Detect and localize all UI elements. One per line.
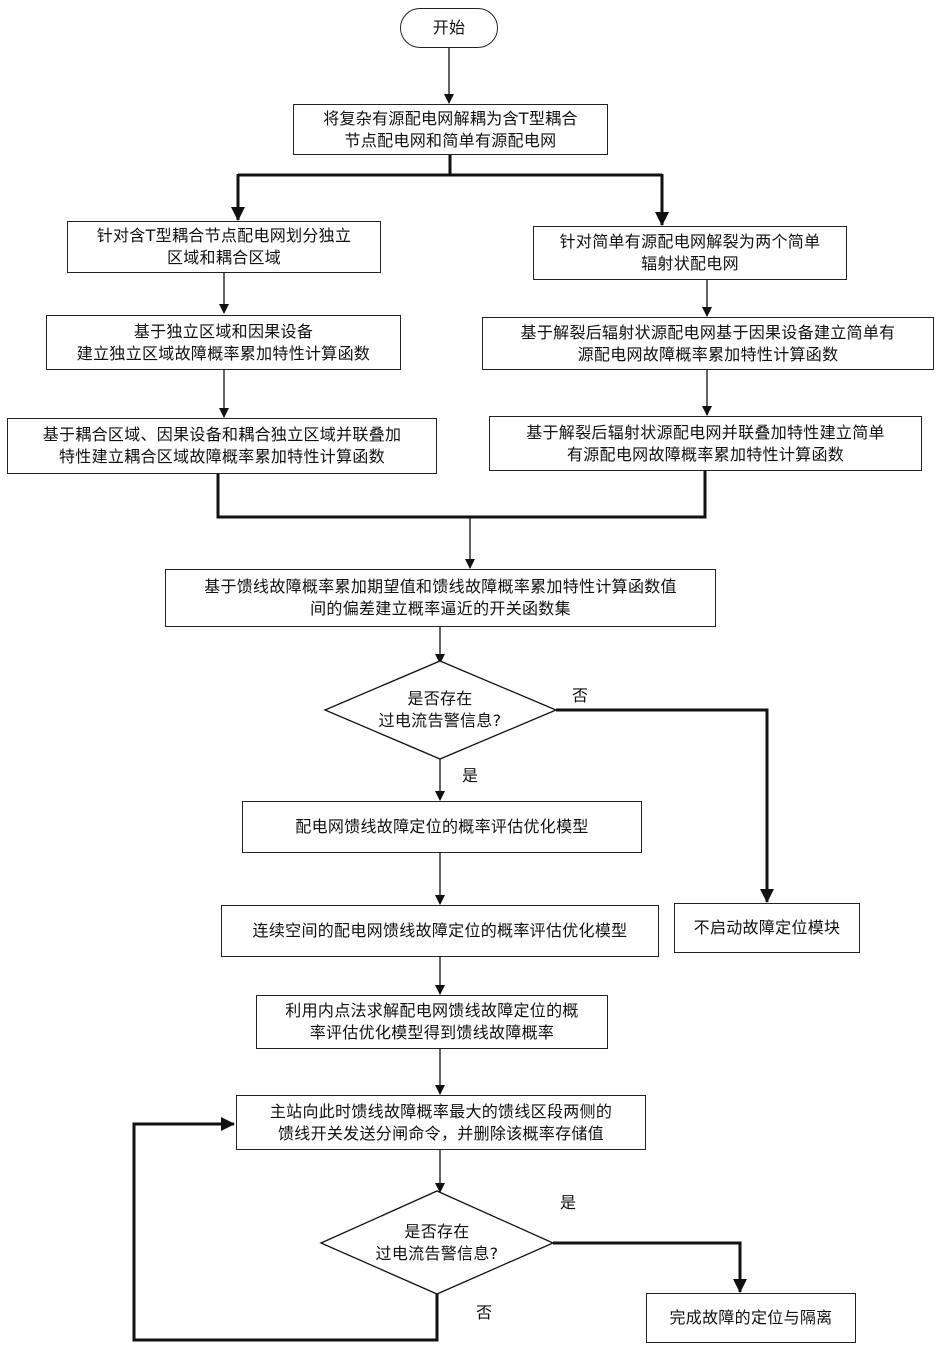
continuous-model-step: 连续空间的配电网馈线故障定位的概率评估优化模型 <box>221 905 659 957</box>
decision-1-yes-label: 是 <box>462 766 478 786</box>
right-parallel-function-step: 基于解裂后辐射状源配电网并联叠加特性建立简单 有源配电网故障概率累加特性计算函数 <box>489 416 922 471</box>
decouple-line-1: 将复杂有源配电网解耦为含T型耦合 <box>323 108 578 130</box>
left-coupling-function-line-1: 基于耦合区域、因果设备和耦合独立区域并联叠加 <box>43 424 402 446</box>
complete-step: 完成故障的定位与隔离 <box>646 1293 856 1343</box>
decision-2-no-label: 否 <box>476 1303 492 1323</box>
start-label: 开始 <box>433 17 466 39</box>
decision-1-question: 是否存在 过电流告警信息? <box>345 686 535 734</box>
master-station-line-2: 馈线开关发送分闸命令，并删除该概率存储值 <box>278 1123 604 1145</box>
right-split-line-1: 针对简单有源配电网解裂为两个简单 <box>560 231 821 253</box>
decision-1-line-2: 过电流告警信息? <box>379 710 502 732</box>
left-independent-function-step: 基于独立区域和因果设备 建立独立区域故障概率累加特性计算函数 <box>46 315 401 370</box>
switch-function-set-line-2: 间的偏差建立概率逼近的开关函数集 <box>310 598 571 620</box>
right-causal-function-line-1: 基于解裂后辐射状源配电网基于因果设备建立简单有 <box>521 322 896 344</box>
switch-function-set-line-1: 基于馈线故障概率累加期望值和馈线故障概率累加特性计算函数值 <box>204 576 677 598</box>
complete-line-1: 完成故障的定位与隔离 <box>669 1307 832 1329</box>
continuous-model-line-1: 连续空间的配电网馈线故障定位的概率评估优化模型 <box>253 920 628 942</box>
start-terminal: 开始 <box>400 8 498 48</box>
edge-decision-2-yes <box>553 1243 740 1292</box>
right-parallel-function-line-1: 基于解裂后辐射状源配电网并联叠加特性建立简单 <box>526 422 885 444</box>
right-causal-function-step: 基于解裂后辐射状源配电网基于因果设备建立简单有 源配电网故障概率累加特性计算函数 <box>482 317 934 370</box>
interior-point-line-1: 利用内点法求解配电网馈线故障定位的概 <box>285 1000 578 1022</box>
no-start-module-step: 不启动故障定位模块 <box>674 903 860 953</box>
right-split-step: 针对简单有源配电网解裂为两个简单 辐射状配电网 <box>533 226 847 280</box>
interior-point-line-2: 率评估优化模型得到馈线故障概率 <box>310 1022 555 1044</box>
decision-1-line-1: 是否存在 <box>407 688 472 710</box>
decision-2-yes-label: 是 <box>560 1193 576 1213</box>
decision-2-line-2: 过电流告警信息? <box>376 1243 499 1265</box>
left-independent-function-line-2: 建立独立区域故障概率累加特性计算函数 <box>77 343 370 365</box>
decouple-step: 将复杂有源配电网解耦为含T型耦合 节点配电网和简单有源配电网 <box>293 104 608 155</box>
decouple-line-2: 节点配电网和简单有源配电网 <box>345 130 557 152</box>
interior-point-step: 利用内点法求解配电网馈线故障定位的概 率评估优化模型得到馈线故障概率 <box>256 995 608 1049</box>
right-split-line-2: 辐射状配电网 <box>641 253 739 275</box>
left-independent-function-line-1: 基于独立区域和因果设备 <box>134 321 313 343</box>
edge-merge <box>218 471 705 517</box>
prob-model-line-1: 配电网馈线故障定位的概率评估优化模型 <box>295 816 588 838</box>
switch-function-set-step: 基于馈线故障概率累加期望值和馈线故障概率累加特性计算函数值 间的偏差建立概率逼近… <box>165 569 716 627</box>
master-station-line-1: 主站向此时馈线故障概率最大的馈线区段两侧的 <box>270 1101 612 1123</box>
left-partition-line-2: 区域和耦合区域 <box>167 247 281 269</box>
decision-2-question: 是否存在 过电流告警信息? <box>342 1219 532 1267</box>
left-coupling-function-line-2: 特性建立耦合区域故障概率累加特性计算函数 <box>59 446 385 468</box>
decision-2-line-1: 是否存在 <box>404 1221 469 1243</box>
master-station-step: 主站向此时馈线故障概率最大的馈线区段两侧的 馈线开关发送分闸命令，并删除该概率存… <box>236 1095 646 1150</box>
decision-1-no-label: 否 <box>572 686 588 706</box>
right-parallel-function-line-2: 有源配电网故障概率累加特性计算函数 <box>567 444 844 466</box>
right-causal-function-line-2: 源配电网故障概率累加特性计算函数 <box>578 344 839 366</box>
left-partition-line-1: 针对含T型耦合节点配电网划分独立 <box>97 225 352 247</box>
prob-model-step: 配电网馈线故障定位的概率评估优化模型 <box>242 801 642 853</box>
left-partition-step: 针对含T型耦合节点配电网划分独立 区域和耦合区域 <box>67 221 381 273</box>
left-coupling-function-step: 基于耦合区域、因果设备和耦合独立区域并联叠加 特性建立耦合区域故障概率累加特性计… <box>7 418 437 474</box>
no-start-module-line-1: 不启动故障定位模块 <box>694 917 841 939</box>
